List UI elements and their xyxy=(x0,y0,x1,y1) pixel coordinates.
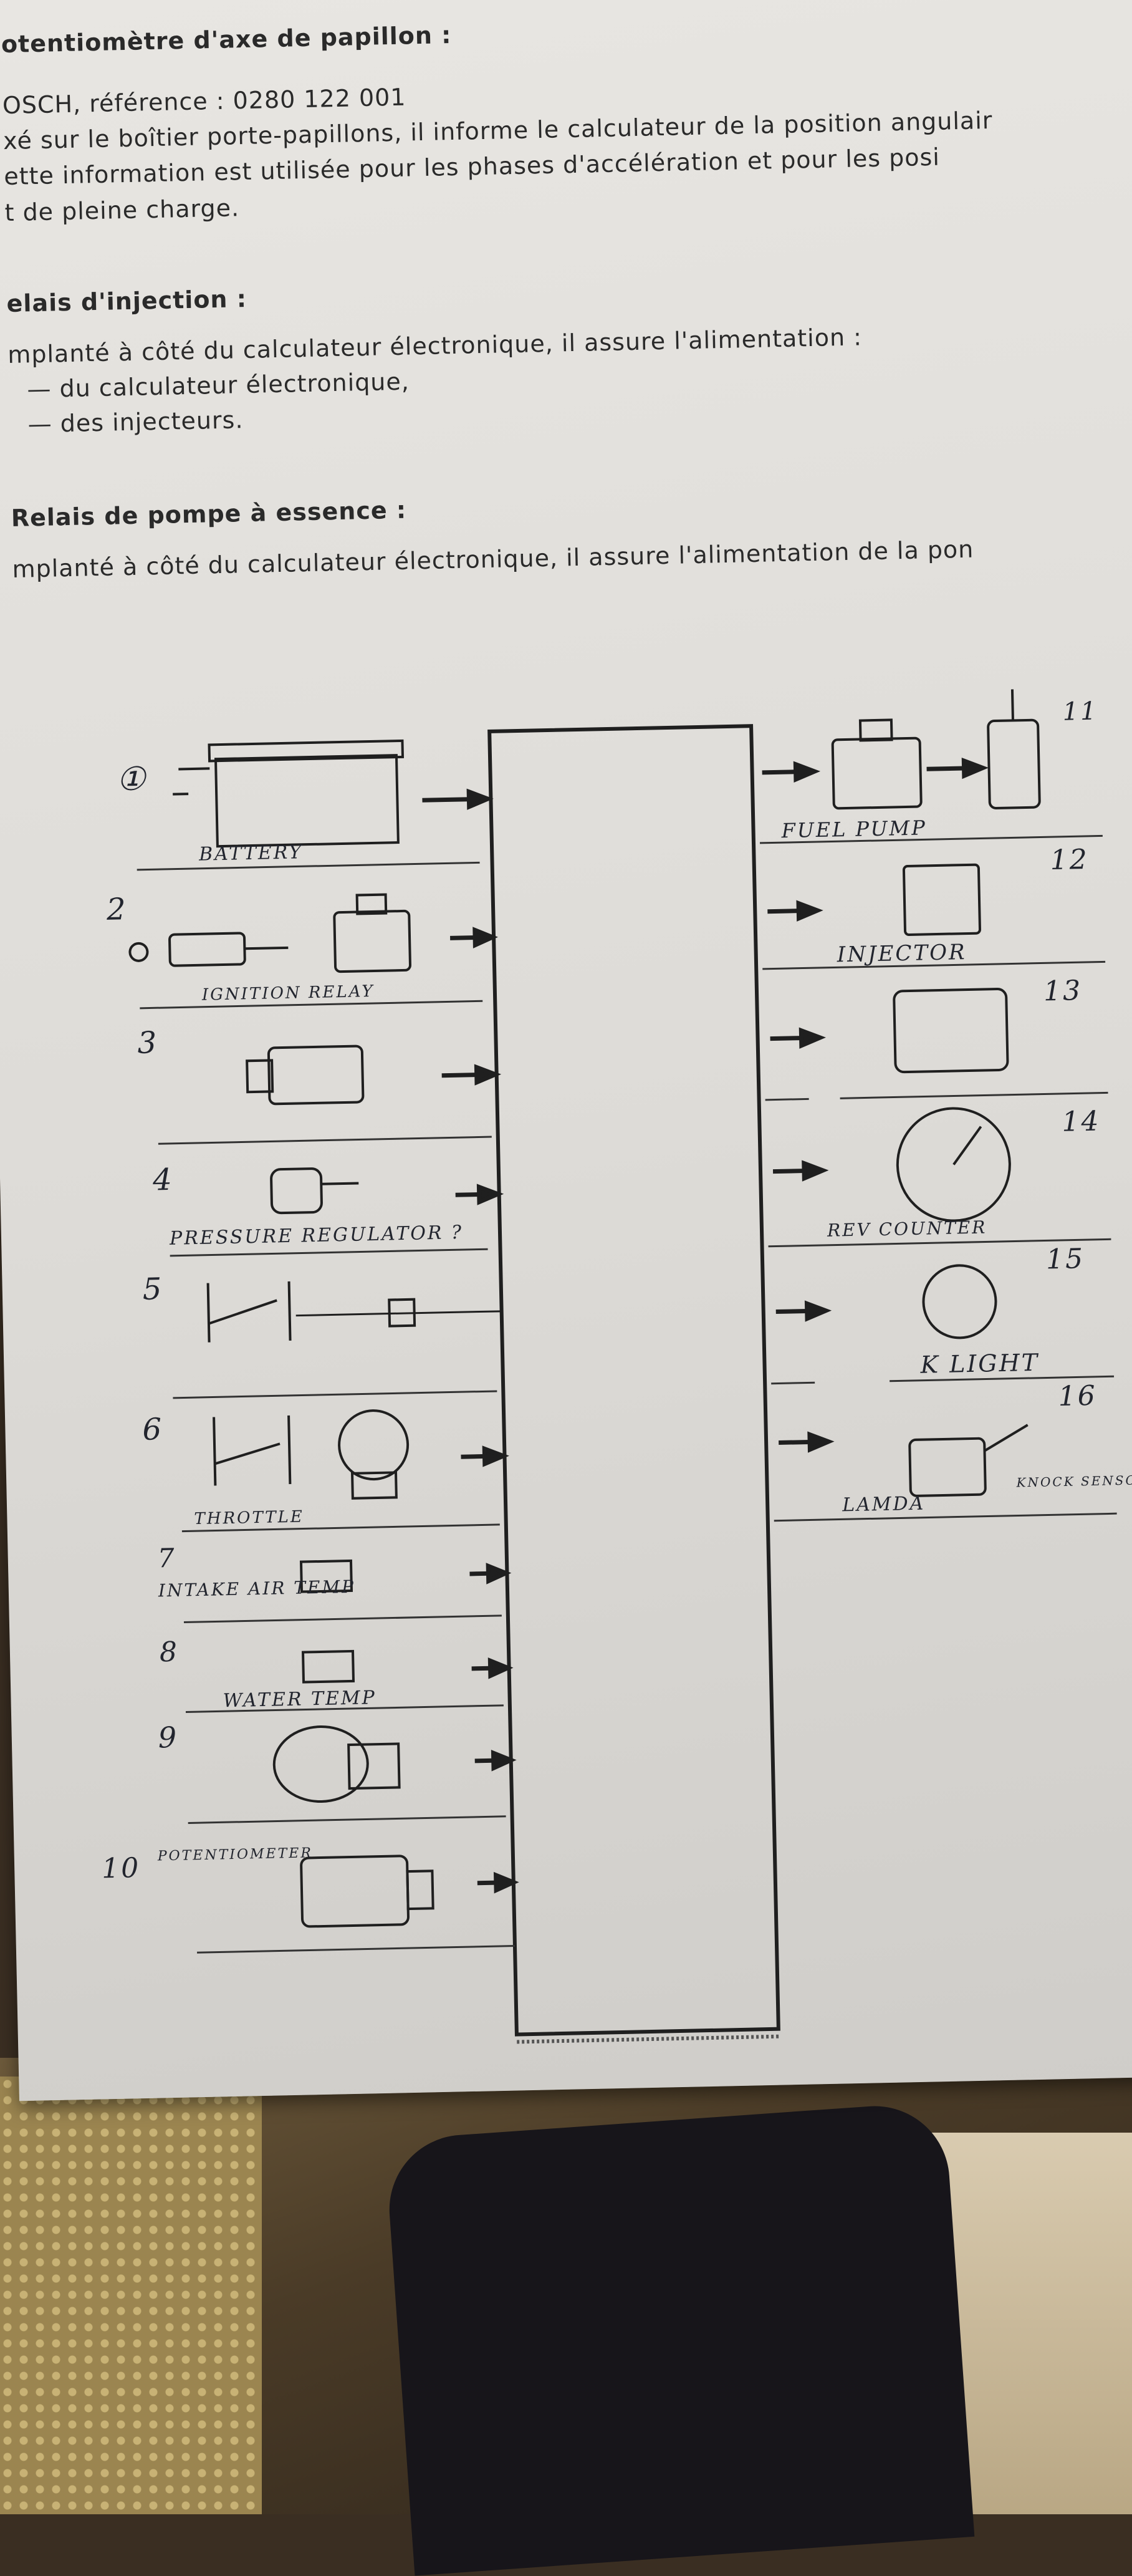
component-icons xyxy=(128,689,1041,1928)
air-temp-sensor-icon xyxy=(299,1559,353,1593)
idle-valve-icon xyxy=(272,1725,369,1803)
sensor-icon xyxy=(267,1044,365,1106)
num-8: 8 xyxy=(159,1636,180,1669)
right-arrows xyxy=(762,757,989,1453)
label-potentiometer: POTENTIOMETER xyxy=(157,1845,314,1864)
num-5: 5 xyxy=(142,1271,164,1307)
throttle-sensor-icon xyxy=(338,1409,410,1481)
num-6: 6 xyxy=(142,1412,164,1447)
label-knock-sensor: KNOCK SENSOR xyxy=(1016,1472,1132,1490)
left-rules xyxy=(137,861,515,1954)
label-injector: INJECTOR xyxy=(837,940,967,968)
num-9: 9 xyxy=(158,1720,179,1755)
battery-icon xyxy=(214,754,400,848)
num-4: 4 xyxy=(152,1162,175,1198)
label-battery: BATTERY xyxy=(198,841,304,866)
label-intake-air-temp: INTAKE AIR TEMP xyxy=(158,1576,356,1601)
switch-icon xyxy=(206,1283,211,1343)
label-k-light: K LIGHT xyxy=(920,1348,1040,1379)
injector-icon xyxy=(902,863,981,936)
fuel-pump-relay-icon xyxy=(831,736,923,810)
pressure-regulator-icon xyxy=(270,1167,323,1215)
ignition-key-icon xyxy=(128,942,149,962)
num-2: 2 xyxy=(106,892,128,927)
carpet-background xyxy=(0,2077,262,2514)
potentiometer-icon xyxy=(300,1855,410,1928)
ecu-box xyxy=(487,724,780,2037)
relay-icon xyxy=(333,909,411,973)
num-15: 15 xyxy=(1045,1243,1085,1276)
num-11: 11 xyxy=(1062,697,1099,726)
label-water-temp: WATER TEMP xyxy=(223,1687,377,1712)
num-3: 3 xyxy=(137,1025,159,1061)
lambda-sensor-icon xyxy=(908,1437,987,1497)
label-lambda: LAMDA xyxy=(842,1492,926,1517)
num-12: 12 xyxy=(1050,843,1090,877)
throttle-switch-icon xyxy=(213,1417,217,1486)
rev-counter-icon xyxy=(896,1107,1011,1222)
paper-sheet: otentiomètre d'axe de papillon : OSCH, r… xyxy=(0,0,1132,2101)
module-icon xyxy=(893,988,1009,1074)
wiring-diagram xyxy=(128,689,1117,2044)
num-1: ① xyxy=(116,760,148,799)
label-fuel-pump: FUEL PUMP xyxy=(781,816,928,843)
label-throttle: THROTTLE xyxy=(194,1507,305,1529)
warning-light-icon xyxy=(922,1264,997,1339)
num-7: 7 xyxy=(157,1542,177,1574)
num-10: 10 xyxy=(101,1852,141,1885)
right-rules xyxy=(759,834,1117,1522)
ecu-hatch xyxy=(517,2034,779,2044)
left-arrows xyxy=(295,788,519,1894)
fuel-pump-icon xyxy=(987,718,1041,809)
num-13: 13 xyxy=(1043,975,1083,1008)
num-16: 16 xyxy=(1058,1379,1098,1413)
dark-fabric xyxy=(384,2101,975,2576)
num-14: 14 xyxy=(1061,1105,1101,1138)
water-temp-sensor-icon xyxy=(301,1649,355,1684)
label-ignition-relay: IGNITION RELAY xyxy=(201,982,375,1005)
label-rev-counter: REV COUNTER xyxy=(827,1217,987,1241)
